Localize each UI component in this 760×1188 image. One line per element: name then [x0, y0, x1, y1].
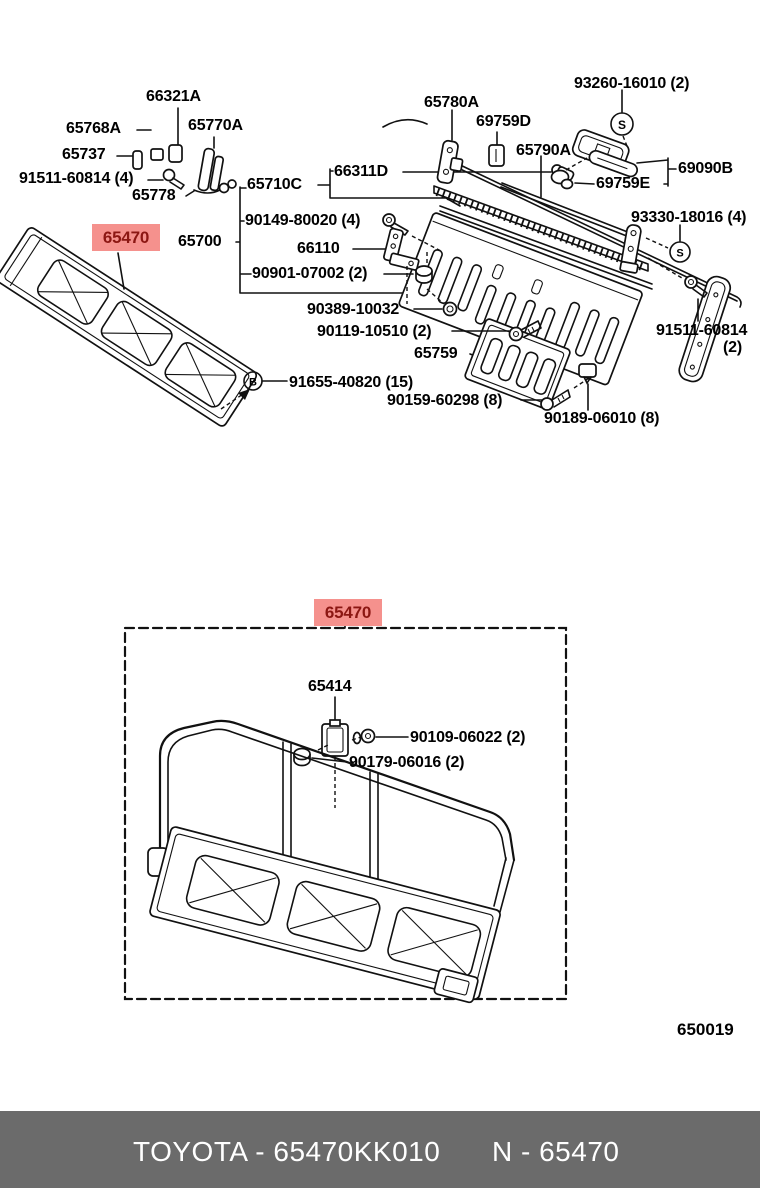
- part-label-66311d: 66311D: [334, 163, 388, 180]
- part-label-91655-40820: 91655-40820 (15): [289, 374, 414, 391]
- tailgate-exploded-diagram: B S: [0, 89, 742, 427]
- end-cap-drawing: [678, 275, 732, 383]
- part-label-65700: 65700: [178, 233, 222, 250]
- bolt-90119-drawing: [451, 320, 542, 342]
- board-65470-drawing: [0, 227, 258, 427]
- part-label-69759e: 69759E: [596, 175, 650, 192]
- highlighted-part-label-65470-top: 65470: [92, 224, 160, 251]
- part-label-90389-10032: 90389-10032: [307, 301, 400, 318]
- part-label-65780a: 65780A: [424, 94, 479, 111]
- footer-part-code: N - 65470: [492, 1136, 620, 1167]
- part-label-91511-60814-2-qty: (2): [723, 339, 742, 356]
- rack-board-drawing: [149, 826, 501, 1000]
- part-label-91511-60814-2: 91511-60814: [656, 322, 748, 339]
- part-label-90149-80020: 90149-80020 (4): [245, 212, 361, 229]
- svg-text:S: S: [618, 118, 626, 132]
- part-label-93330-18016: 93330-18016 (4): [631, 209, 747, 226]
- part-label-65778: 65778: [132, 187, 176, 204]
- figure-reference-number: 650019: [677, 1020, 734, 1039]
- part-label-69759d: 69759D: [476, 113, 531, 130]
- part-label-66321a: 66321A: [146, 88, 201, 105]
- highlighted-part-label-65470-bottom: 65470: [314, 599, 382, 626]
- symbol-s-marker-93260: S: [610, 89, 634, 152]
- part-label-65770a: 65770A: [188, 117, 243, 134]
- part-label-90109-06022: 90109-06022 (2): [410, 729, 526, 746]
- svg-text:B: B: [249, 377, 257, 389]
- part-label-65768a: 65768A: [66, 120, 121, 137]
- part-label-66110: 66110: [297, 240, 340, 257]
- part-label-90119-10510: 90119-10510 (2): [317, 323, 432, 340]
- handle-69090b-drawing: [571, 129, 677, 187]
- plate-65759-drawing: [464, 318, 571, 410]
- part-label-65414: 65414: [308, 678, 352, 695]
- part-label-90189-06010: 90189-06010 (8): [544, 410, 660, 427]
- clip-90189-drawing: [578, 363, 597, 411]
- rack-detail-diagram: [123, 623, 568, 1004]
- hinge-65780a-drawing: [436, 139, 464, 185]
- strap-93330-drawing: S: [619, 224, 691, 279]
- symbol-b-marker: B: [220, 371, 288, 410]
- part-label-65790a: 65790A: [516, 142, 571, 159]
- part-label-91511-60814-4: 91511-60814 (4): [19, 170, 134, 187]
- svg-text:S: S: [676, 248, 683, 260]
- bracket-65414-drawing: [293, 696, 409, 808]
- part-label-93260-16010: 93260-16010 (2): [574, 75, 690, 92]
- hinge-66110-drawing: [383, 227, 420, 271]
- garnish-strip-drawing: [433, 185, 653, 290]
- part-label-90159-60298: 90159-60298 (8): [387, 392, 503, 409]
- grommet-90389-drawing: [413, 288, 458, 317]
- nut-90901-drawing: [383, 265, 433, 284]
- part-label-90179-06016: 90179-06016 (2): [349, 754, 465, 771]
- part-label-90901-07002: 90901-07002 (2): [252, 265, 368, 282]
- part-label-65759: 65759: [414, 345, 458, 362]
- clip-69759e-drawing: [540, 155, 595, 198]
- screw-90159-drawing: [520, 377, 590, 411]
- bolt-91511-right-drawing: [684, 275, 708, 322]
- rack-frame-drawing: [147, 719, 516, 913]
- hinge-hardware-cluster: [116, 107, 237, 197]
- part-label-69090b: 69090B: [678, 160, 733, 177]
- footer-bar: TOYOTA - 65470KK010 N - 65470: [0, 1111, 760, 1188]
- part-label-65737: 65737: [62, 146, 106, 163]
- footer-catalog-code: TOYOTA - 65470KK010: [133, 1136, 441, 1167]
- part-label-65710c: 65710C: [247, 176, 302, 193]
- rack-foot-drawing: [433, 968, 479, 1004]
